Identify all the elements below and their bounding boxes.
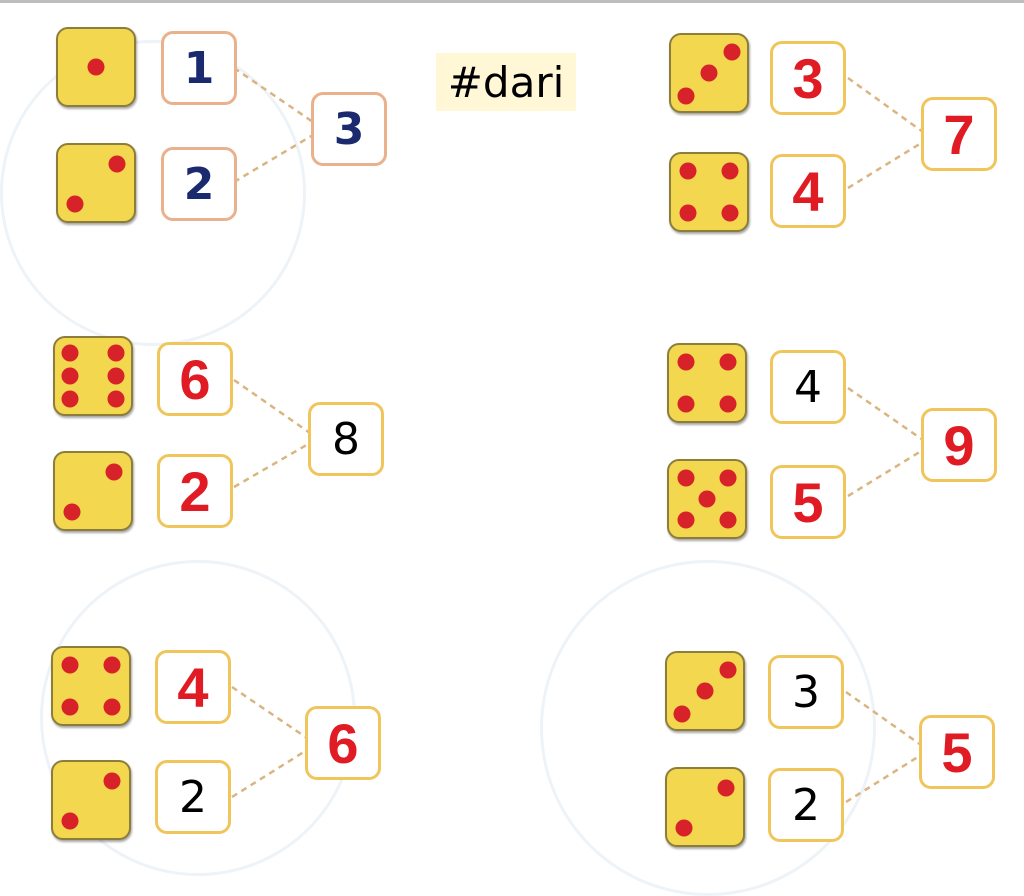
addend-box: 2 bbox=[157, 454, 233, 528]
die-pip bbox=[61, 656, 79, 674]
addend-number: 2 bbox=[179, 771, 207, 823]
sum-box: 5 bbox=[919, 715, 995, 789]
sum-box: 8 bbox=[308, 402, 384, 476]
die-pip bbox=[717, 779, 735, 797]
die-face-2 bbox=[51, 760, 131, 840]
die-pip bbox=[673, 705, 691, 723]
sum-number: 6 bbox=[327, 711, 359, 775]
die-pip bbox=[719, 511, 737, 529]
die-pip bbox=[696, 682, 714, 700]
addend-box: 4 bbox=[770, 350, 846, 424]
sum-number: 5 bbox=[941, 720, 973, 784]
die-face-6 bbox=[53, 336, 133, 416]
sum-box: 7 bbox=[921, 97, 997, 171]
die-pip bbox=[87, 58, 105, 76]
die-pip bbox=[61, 367, 79, 385]
addend-box: 6 bbox=[157, 342, 233, 416]
die-face-2 bbox=[56, 143, 136, 223]
die-pip bbox=[103, 698, 121, 716]
die-pip bbox=[107, 367, 125, 385]
hashtag-label: #dari bbox=[436, 53, 576, 111]
die-face-1 bbox=[56, 27, 136, 107]
sum-box: 3 bbox=[311, 92, 387, 166]
die-pip bbox=[61, 698, 79, 716]
addend-number: 5 bbox=[792, 470, 824, 534]
die-face-4 bbox=[667, 343, 747, 423]
addend-number: 4 bbox=[792, 159, 824, 223]
die-pip bbox=[721, 162, 739, 180]
addend-box: 4 bbox=[155, 650, 231, 724]
die-pip bbox=[723, 43, 741, 61]
die-face-2 bbox=[53, 451, 133, 531]
addend-number: 4 bbox=[177, 655, 209, 719]
addend-box: 3 bbox=[770, 41, 846, 115]
sum-box: 6 bbox=[305, 706, 381, 780]
addend-number: 2 bbox=[179, 459, 211, 523]
addend-box: 1 bbox=[161, 31, 237, 105]
die-pip bbox=[66, 195, 84, 213]
addend-number: 3 bbox=[792, 666, 820, 718]
background-circle bbox=[0, 40, 306, 346]
die-pip bbox=[105, 463, 123, 481]
die-face-3 bbox=[669, 33, 749, 113]
die-face-4 bbox=[669, 152, 749, 232]
top-border bbox=[0, 0, 1024, 3]
die-pip bbox=[103, 772, 121, 790]
addend-box: 2 bbox=[768, 768, 844, 842]
addend-number: 1 bbox=[183, 42, 215, 94]
die-pip bbox=[677, 353, 695, 371]
die-pip bbox=[698, 490, 716, 508]
die-pip bbox=[719, 353, 737, 371]
addend-box: 2 bbox=[155, 760, 231, 834]
die-pip bbox=[719, 395, 737, 413]
die-pip bbox=[677, 87, 695, 105]
die-pip bbox=[719, 661, 737, 679]
addend-box: 2 bbox=[161, 147, 237, 221]
die-pip bbox=[675, 819, 693, 837]
die-pip bbox=[61, 344, 79, 362]
die-pip bbox=[61, 812, 79, 830]
die-pip bbox=[103, 656, 121, 674]
die-face-5 bbox=[667, 459, 747, 539]
die-pip bbox=[61, 390, 79, 408]
addend-box: 5 bbox=[770, 465, 846, 539]
addend-box: 3 bbox=[768, 655, 844, 729]
sum-number: 9 bbox=[943, 413, 975, 477]
die-pip bbox=[677, 469, 695, 487]
die-pip bbox=[677, 395, 695, 413]
die-pip bbox=[719, 469, 737, 487]
die-face-2 bbox=[665, 767, 745, 847]
addend-box: 4 bbox=[770, 154, 846, 228]
addend-number: 2 bbox=[792, 779, 820, 831]
die-face-4 bbox=[51, 646, 131, 726]
addend-number: 3 bbox=[792, 46, 824, 110]
die-pip bbox=[677, 511, 695, 529]
die-pip bbox=[63, 503, 81, 521]
die-pip bbox=[107, 344, 125, 362]
die-face-3 bbox=[665, 651, 745, 731]
die-pip bbox=[679, 204, 697, 222]
die-pip bbox=[107, 390, 125, 408]
die-pip bbox=[721, 204, 739, 222]
addend-number: 4 bbox=[794, 361, 822, 413]
die-pip bbox=[679, 162, 697, 180]
sum-number: 3 bbox=[333, 103, 365, 155]
sum-box: 9 bbox=[921, 408, 997, 482]
addend-number: 2 bbox=[183, 158, 215, 210]
sum-number: 7 bbox=[943, 102, 975, 166]
die-pip bbox=[700, 64, 718, 82]
die-pip bbox=[108, 155, 126, 173]
addend-number: 6 bbox=[179, 347, 211, 411]
sum-number: 8 bbox=[332, 413, 360, 465]
